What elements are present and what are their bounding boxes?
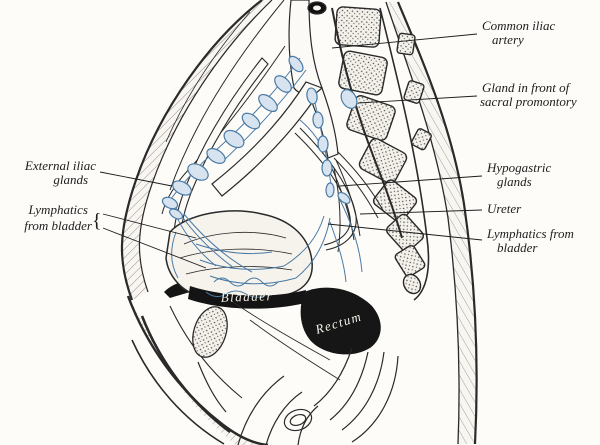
lymph-glands	[161, 55, 358, 220]
label-common-iliac-artery-line2: artery	[492, 32, 524, 47]
spine-front-ligament	[331, 7, 403, 239]
bladder-banner-text: Bladder	[220, 288, 273, 305]
leader-lines	[99, 33, 483, 269]
label-common-iliac-artery-line1: Common iliac	[482, 18, 556, 33]
labels-right: Common iliac artery Gland in front of sa…	[480, 18, 577, 255]
label-hypogastric-glands-line1: Hypogastric	[486, 160, 552, 175]
label-gland-sacral-promontory-line2: sacral promontory	[480, 94, 577, 109]
abdominal-wall-left	[120, 0, 286, 301]
bladder-banner	[188, 286, 306, 309]
body-outline-back	[379, 1, 478, 445]
rectum	[300, 287, 381, 355]
label-lymphatics-bladder-right-line2: bladder	[497, 240, 538, 255]
label-external-iliac-glands-line2: glands	[53, 172, 88, 187]
label-gland-sacral-promontory-line1: Gland in front of	[482, 80, 572, 95]
label-lymphatics-bladder-left-line1: Lymphatics	[27, 202, 88, 217]
label-brace: {	[92, 210, 102, 232]
common-iliac-artery-vessel	[211, 0, 339, 197]
anal-canal	[313, 347, 399, 443]
lower-limb-mass	[126, 295, 269, 445]
labels-left: External iliac glands Lymphatics from bl…	[24, 158, 102, 233]
label-hypogastric-glands-line2: glands	[497, 174, 532, 189]
label-lymphatics-bladder-right-line1: Lymphatics from	[486, 226, 574, 241]
label-lymphatics-bladder-left-line2: from bladder	[24, 218, 93, 233]
label-ureter: Ureter	[487, 201, 522, 216]
perineum-curves	[229, 299, 341, 445]
label-external-iliac-glands-line1: External iliac	[24, 158, 96, 173]
